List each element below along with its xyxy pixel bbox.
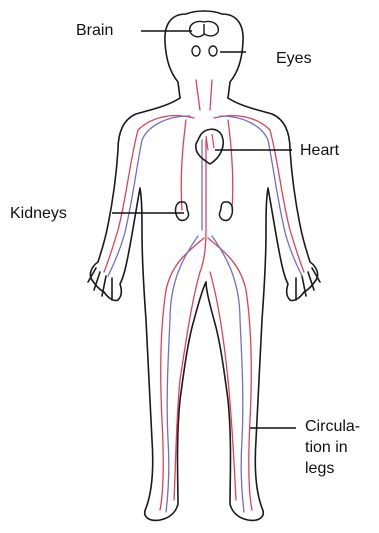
label-circulation-in-legs: Circula- tion in legs [305,416,360,479]
label-eyes: Eyes [276,48,312,69]
vein-left-leg [166,236,198,512]
artery-torso-right [228,120,233,210]
veins [108,116,302,512]
artery-left-arm [104,116,194,272]
vein-left-arm [108,116,190,276]
right-eye [209,46,217,56]
label-brain: Brain [76,20,113,41]
artery-neck-left [196,80,200,110]
right-body-outline [206,98,318,520]
brain [190,21,219,36]
artery-right-leg-inner [210,272,236,500]
heart [196,129,224,164]
kidneys [176,202,233,220]
left-hand-outline [88,268,112,300]
label-kidneys: Kidneys [10,203,67,224]
body-outline [88,11,320,520]
eyes [192,46,217,56]
left-eye [192,46,200,56]
artery-torso-left [181,120,186,210]
heart-shape [196,129,224,164]
right-hand-outline [296,268,320,300]
arteries [104,80,304,510]
left-body-outline [90,98,206,520]
right-kidney [219,202,232,220]
label-heart: Heart [300,140,339,161]
artery-left-leg [160,238,204,510]
heart-vessels [206,134,214,150]
artery-neck-right [210,80,212,110]
leader-lines [112,31,296,428]
